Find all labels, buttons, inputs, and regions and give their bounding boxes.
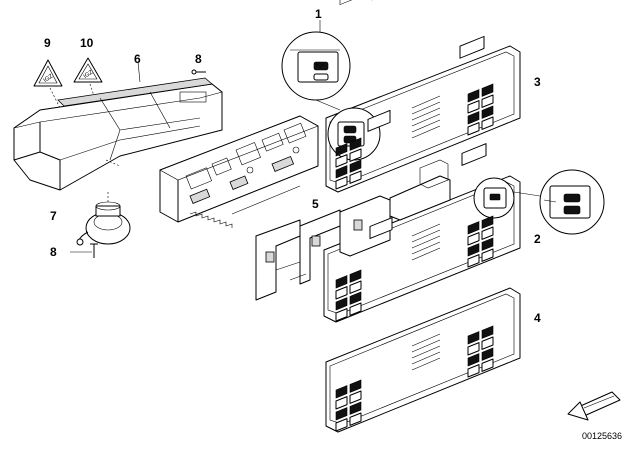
callout-9: 9 bbox=[44, 36, 51, 50]
panel-4-button-icon bbox=[349, 412, 362, 426]
panel-4-button-icon bbox=[349, 401, 362, 415]
panel-3-button-icon bbox=[467, 111, 480, 125]
panel-3-button-icon bbox=[481, 116, 494, 130]
callout-8-top: 8 bbox=[195, 52, 202, 66]
panel-2-button-icon bbox=[481, 226, 494, 240]
panel-4-button-icon bbox=[335, 396, 348, 410]
panel-3-button-icon bbox=[349, 137, 362, 151]
panel-2-button-icon bbox=[467, 232, 480, 246]
panel-2-button-icon bbox=[467, 221, 480, 235]
callout-2: 2 bbox=[534, 232, 541, 246]
panel-2-button-icon bbox=[335, 308, 348, 322]
panel-2-button-icon bbox=[467, 254, 480, 268]
panel-3-button-icon bbox=[335, 165, 348, 179]
control-panel-2 bbox=[323, 35, 521, 323]
panel-2-button-icon bbox=[349, 302, 362, 316]
screw-top-icon bbox=[191, 69, 206, 75]
panel-3-button-icon bbox=[349, 159, 362, 173]
control-panel-4 bbox=[325, 143, 521, 433]
panel-4-button-icon bbox=[467, 331, 480, 345]
screw-bottom-icon bbox=[70, 243, 98, 258]
callout-5: 5 bbox=[312, 197, 319, 211]
mounting-bracket-part bbox=[255, 159, 451, 301]
panel-2-button-icon bbox=[481, 215, 494, 229]
panel-3-button-icon bbox=[467, 100, 480, 114]
panel-2-button-icon bbox=[481, 237, 494, 251]
panel-3-button-icon bbox=[349, 148, 362, 162]
warning-label-10-icon: IGZ bbox=[73, 57, 103, 83]
callout-4: 4 bbox=[534, 311, 541, 325]
panel-2-button-icon bbox=[335, 275, 348, 289]
panel-3-button-icon bbox=[481, 83, 494, 97]
panel-4-button-icon bbox=[467, 342, 480, 356]
panel-4-button-icon bbox=[349, 390, 362, 404]
warning-label-9-icon: IGZ bbox=[33, 59, 63, 87]
control-panel-3 bbox=[325, 0, 521, 193]
panel-4-button-icon bbox=[467, 353, 480, 367]
panel-2-button-icon bbox=[349, 269, 362, 283]
panel-2-button-icon bbox=[467, 243, 480, 257]
panel-4-button-icon bbox=[481, 336, 494, 350]
callout-6: 6 bbox=[134, 52, 141, 66]
panel-2-button-icon bbox=[335, 286, 348, 300]
panel-4-button-icon bbox=[349, 379, 362, 393]
panel-4-button-icon bbox=[335, 407, 348, 421]
reference-number: 00125636 bbox=[582, 431, 623, 441]
panel-3-button-icon bbox=[349, 170, 362, 184]
panel-2-button-icon bbox=[335, 297, 348, 311]
panel-4-button-icon bbox=[467, 364, 480, 378]
callout-10: 10 bbox=[80, 36, 94, 50]
callout-7: 7 bbox=[50, 209, 57, 223]
panel-4-button-icon bbox=[335, 418, 348, 432]
warning-label-10-text: IGZ bbox=[83, 69, 95, 80]
panel-2-button-icon bbox=[349, 280, 362, 294]
panel-3-button-icon bbox=[335, 154, 348, 168]
panel-3-button-icon bbox=[335, 176, 348, 190]
panel-4-button-icon bbox=[481, 358, 494, 372]
panel-3-button-icon bbox=[481, 105, 494, 119]
callout-3: 3 bbox=[534, 75, 541, 89]
detail-magnifier-2b bbox=[539, 169, 605, 235]
housing-part bbox=[13, 77, 223, 191]
detail-magnifier-1 bbox=[281, 31, 351, 101]
panel-3-button-icon bbox=[481, 94, 494, 108]
detail-magnifier-2 bbox=[473, 177, 515, 219]
warning-label-9-text: IGZ bbox=[43, 73, 55, 84]
panel-3-button-icon bbox=[335, 143, 348, 157]
blower-motor-part bbox=[76, 192, 131, 246]
direction-arrow-icon bbox=[567, 391, 621, 421]
panel-2-button-icon bbox=[349, 291, 362, 305]
panel-4-button-icon bbox=[481, 347, 494, 361]
panel-2-button-icon bbox=[481, 248, 494, 262]
panel-3-button-icon bbox=[467, 122, 480, 136]
panel-3-button-icon bbox=[467, 89, 480, 103]
circuit-board-part bbox=[159, 115, 319, 228]
callout-1: 1 bbox=[315, 7, 322, 21]
panel-4-button-icon bbox=[481, 325, 494, 339]
callout-8-bottom: 8 bbox=[50, 245, 57, 259]
panel-4-button-icon bbox=[335, 385, 348, 399]
